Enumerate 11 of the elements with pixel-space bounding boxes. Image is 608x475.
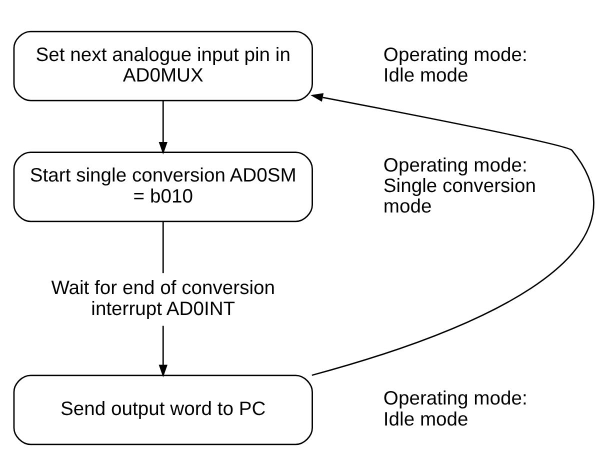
arrow (158, 325, 168, 377)
node-label: Operating mode: Idle mode (383, 44, 528, 86)
node-label: Operating mode: Idle mode (383, 388, 528, 430)
node-box: Send output word to PC (13, 374, 313, 445)
connector (162, 221, 164, 273)
arrow (158, 100, 168, 154)
node-text: Wait for end of conversion interrupt AD0INT (51, 278, 276, 320)
arrow (310, 92, 594, 376)
node-box: Start single conversion AD0SM = b010 (13, 151, 313, 222)
node-label: Operating mode: Single conversion mode (383, 154, 536, 218)
node-box: Set next analogue input pin in AD0MUX (13, 30, 313, 101)
